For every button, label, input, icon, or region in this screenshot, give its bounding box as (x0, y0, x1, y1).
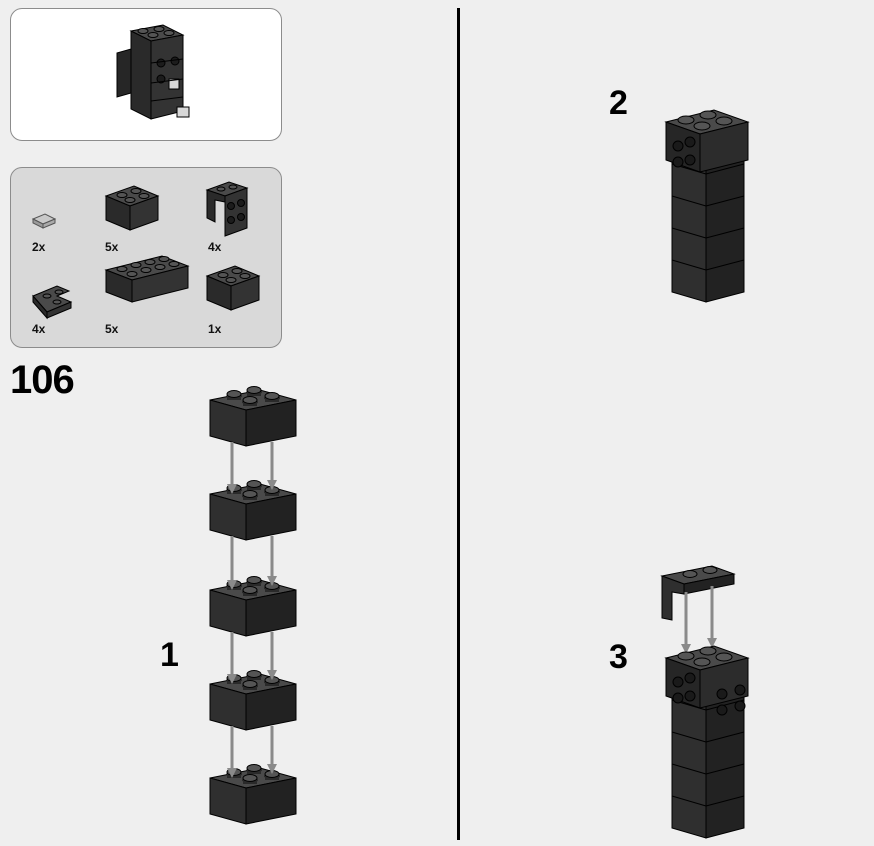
brick-2x2-part-image (104, 185, 160, 231)
brick-2x4-part-image (104, 255, 190, 303)
part-qty: 1x (208, 322, 222, 336)
step-2-illustration (664, 109, 750, 303)
brick-2x2 (209, 670, 297, 731)
part-qty: 4x (208, 240, 222, 254)
step-3-number: 3 (609, 638, 628, 676)
down-arrow (267, 632, 277, 680)
brick-2x2 (209, 480, 297, 541)
column-divider (457, 8, 460, 840)
parts-list-panel: 2x 5x 4x 4x 5x 1x (10, 167, 282, 348)
parts-images (31, 181, 261, 320)
page-number: 106 (10, 358, 75, 402)
brick-2x2-single-part-image (205, 265, 261, 311)
submodel-preview-image (116, 24, 190, 120)
step-3-illustration (660, 565, 750, 839)
down-arrow (267, 536, 277, 586)
tile-1x1-part-image (31, 213, 57, 229)
part-qty: 5x (105, 322, 119, 336)
bracket-part-image (205, 181, 249, 237)
brick-2x2 (209, 386, 297, 447)
down-arrow (227, 442, 237, 494)
step-1-number: 1 (160, 636, 179, 674)
preview-panel (10, 8, 282, 141)
down-arrow (227, 632, 237, 684)
down-arrow (227, 726, 237, 778)
brick-tower (664, 645, 750, 839)
step-2-number: 2 (609, 84, 628, 122)
down-arrow (267, 726, 277, 774)
down-arrow (707, 586, 717, 648)
step-1-illustration (209, 386, 297, 825)
brick-2x2 (209, 576, 297, 637)
corner-plate-part-image (32, 285, 73, 320)
down-arrow (267, 442, 277, 490)
part-qty: 2x (32, 240, 46, 254)
bracket-piece (660, 565, 736, 621)
brick-tower (664, 109, 750, 303)
down-arrow (227, 536, 237, 590)
part-qty: 4x (32, 322, 46, 336)
brick-2x2 (209, 764, 297, 825)
part-qty: 5x (105, 240, 119, 254)
down-arrow (681, 592, 691, 654)
